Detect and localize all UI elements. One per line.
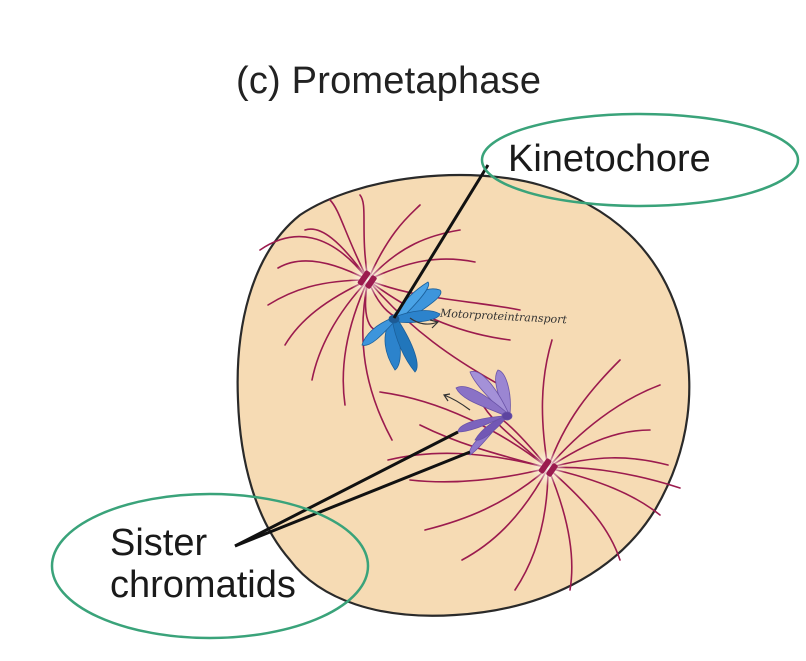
kinetochore-leader-line (392, 164, 490, 319)
kinetochore-label: Kinetochore (508, 138, 711, 180)
spindle-pole-upper (350, 262, 386, 298)
sister-leader-line-2 (234, 450, 471, 548)
sister-chromatids-label-line1: Sister (110, 522, 208, 564)
chromosome-blue (361, 281, 442, 373)
sister-leader-line-1 (234, 430, 459, 548)
kinetochore-ellipse (480, 112, 800, 208)
chromosome-purple (455, 369, 513, 456)
sister-chromatids-ellipse (50, 492, 370, 640)
sister-chromatids-label-line2: chromatids (110, 564, 296, 606)
handwritten-arrow-icon (442, 393, 471, 411)
handwritten-arrow-icon (409, 317, 440, 329)
diagram-title: (c) Prometaphase (236, 60, 542, 102)
spindle-pole-lower (530, 450, 566, 486)
